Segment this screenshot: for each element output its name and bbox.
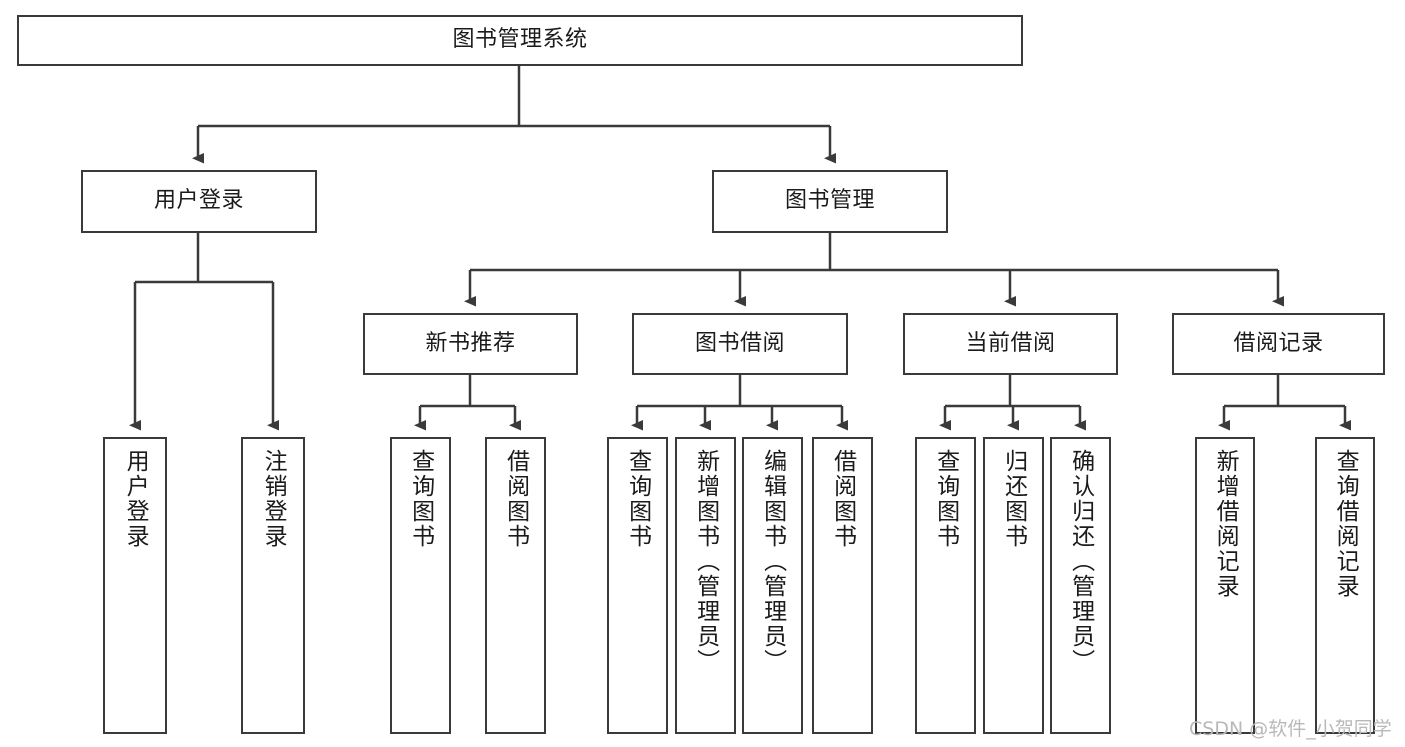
leaf-current-confirm-return-label: 确认归还（管理员）: [1067, 449, 1094, 674]
node-book-borrow[interactable]: 图书借阅: [632, 313, 848, 375]
leaf-borrow-book-label: 借阅图书: [829, 449, 856, 549]
leaf-borrow-query[interactable]: 查询图书: [607, 437, 668, 734]
leaf-new-books-query[interactable]: 查询图书: [390, 437, 451, 734]
leaf-borrow-edit-label: 编辑图书（管理员）: [759, 449, 786, 674]
leaf-new-books-borrow[interactable]: 借阅图书: [485, 437, 546, 734]
node-borrow-records-label: 借阅记录: [1233, 330, 1324, 356]
node-current-borrow-label: 当前借阅: [965, 330, 1056, 356]
watermark: CSDN @软件_小贺同学: [1189, 718, 1392, 740]
node-new-book-recommend[interactable]: 新书推荐: [363, 313, 578, 375]
leaf-borrow-edit[interactable]: 编辑图书（管理员）: [742, 437, 803, 734]
leaf-borrow-query-label: 查询图书: [624, 449, 651, 549]
node-root-label: 图书管理系统: [452, 27, 588, 53]
leaf-borrow-book[interactable]: 借阅图书: [812, 437, 873, 734]
node-root[interactable]: 图书管理系统: [17, 15, 1023, 66]
leaf-user-login-label: 用户登录: [122, 449, 149, 549]
leaf-new-books-borrow-label: 借阅图书: [502, 449, 529, 549]
node-new-book-recommend-label: 新书推荐: [425, 330, 516, 356]
node-book-management[interactable]: 图书管理: [712, 170, 948, 233]
node-user-login[interactable]: 用户登录: [81, 170, 317, 233]
leaf-borrow-add-label: 新增图书（管理员）: [692, 449, 719, 674]
leaf-current-return[interactable]: 归还图书: [983, 437, 1044, 734]
leaf-records-add-label: 新增借阅记录: [1212, 449, 1239, 599]
leaf-records-query-label: 查询借阅记录: [1332, 449, 1359, 599]
leaf-user-login[interactable]: 用户登录: [103, 437, 167, 734]
node-current-borrow[interactable]: 当前借阅: [903, 313, 1118, 375]
node-user-login-label: 用户登录: [153, 188, 244, 214]
leaf-borrow-add[interactable]: 新增图书（管理员）: [675, 437, 736, 734]
leaf-current-query-label: 查询图书: [932, 449, 959, 549]
leaf-new-books-query-label: 查询图书: [407, 449, 434, 549]
leaf-current-return-label: 归还图书: [1000, 449, 1027, 549]
leaf-current-query[interactable]: 查询图书: [915, 437, 976, 734]
leaf-records-query[interactable]: 查询借阅记录: [1315, 437, 1375, 734]
node-book-management-label: 图书管理: [784, 188, 875, 214]
leaf-logout-label: 注销登录: [260, 449, 287, 549]
leaf-current-confirm-return[interactable]: 确认归还（管理员）: [1050, 437, 1111, 734]
node-book-borrow-label: 图书借阅: [694, 330, 785, 356]
leaf-records-add[interactable]: 新增借阅记录: [1195, 437, 1255, 734]
node-borrow-records[interactable]: 借阅记录: [1172, 313, 1385, 375]
leaf-logout[interactable]: 注销登录: [241, 437, 305, 734]
